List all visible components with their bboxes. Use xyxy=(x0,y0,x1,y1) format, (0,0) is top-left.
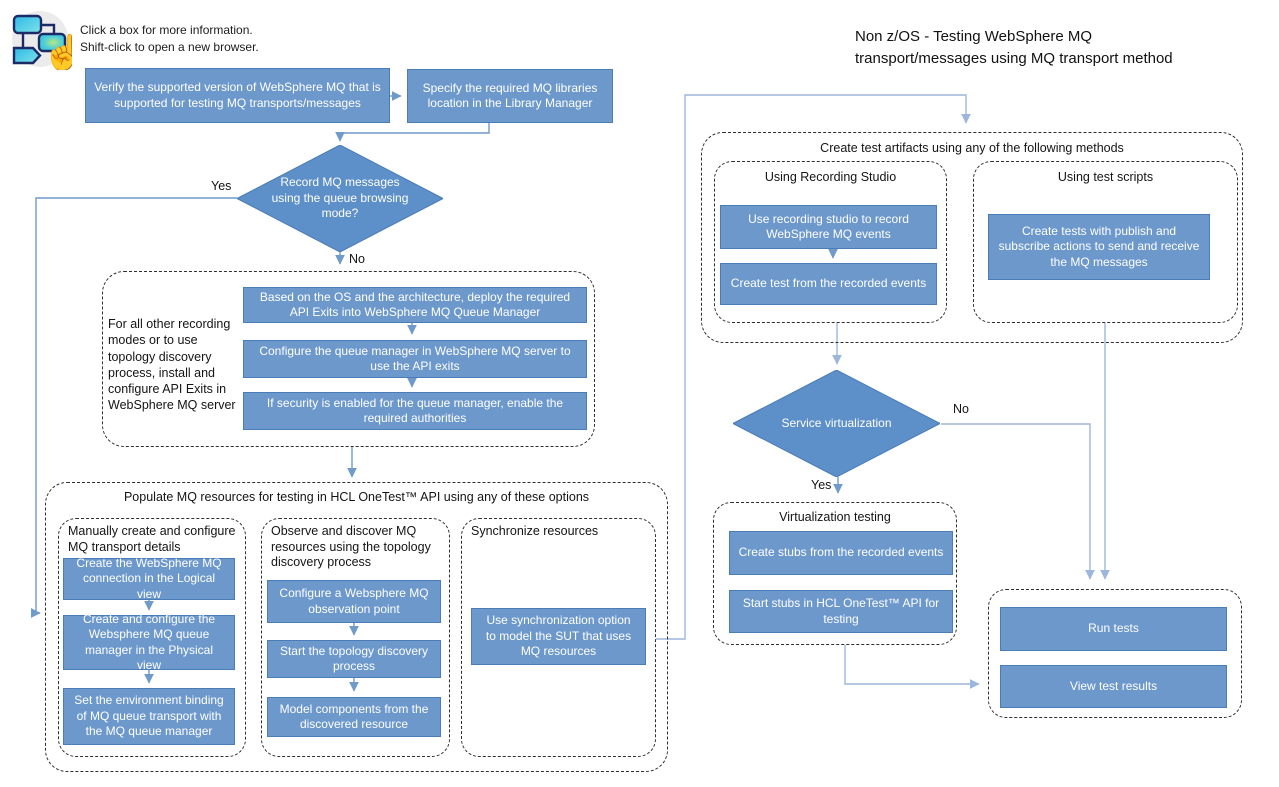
group-api-exits-note: For all other recording modes or to use … xyxy=(108,317,236,413)
node-specify-libraries[interactable]: Specify the required MQ libraries locati… xyxy=(407,69,613,123)
branch-label-yes-record: Yes xyxy=(211,179,232,193)
instructions-text: Click a box for more information. Shift-… xyxy=(80,22,259,57)
node-start-topology-discovery[interactable]: Start the topology discovery process xyxy=(267,640,441,678)
node-configure-queue-manager[interactable]: Configure the queue manager in WebSphere… xyxy=(243,340,587,378)
decision-record-mq-label: Record MQ messages using the queue brows… xyxy=(271,175,409,221)
subgroup-observe-discover xyxy=(261,518,450,757)
page-title-line-1: Non z/OS - Testing WebSphere MQ xyxy=(855,28,1093,45)
node-start-stubs[interactable]: Start stubs in HCL OneTest™ API for test… xyxy=(729,590,953,633)
group-populate-resources xyxy=(45,482,668,772)
arrow-specify-to-record-decision xyxy=(335,123,490,142)
node-create-stubs[interactable]: Create stubs from the recorded events xyxy=(729,531,953,575)
page-title-line-2: transport/messages using MQ transport me… xyxy=(855,49,1173,67)
group-populate-title: Populate MQ resources for testing in HCL… xyxy=(123,490,590,504)
node-create-tests-publish-subscribe[interactable]: Create tests with publish and subscribe … xyxy=(988,214,1210,280)
instructions-line-1: Click a box for more information. xyxy=(80,23,253,37)
instructions-line-2: Shift-click to open a new browser. xyxy=(80,40,259,55)
subgroup-test-scripts-title: Using test scripts xyxy=(1057,170,1154,184)
decision-service-virtualization-shape xyxy=(733,370,940,477)
node-configure-queue-manager-physical[interactable]: Create and configure the Websphere MQ qu… xyxy=(63,612,235,672)
branch-label-yes-service: Yes xyxy=(811,478,832,492)
node-create-mq-connection[interactable]: Create the WebSphere MQ connection in th… xyxy=(63,556,235,601)
subgroup-synchronize-title: Synchronize resources xyxy=(471,524,599,538)
subgroup-recording-title: Using Recording Studio xyxy=(764,170,897,184)
group-virtualization-testing xyxy=(713,502,957,645)
arrow-virtualization-to-view-results xyxy=(844,645,980,689)
branch-label-no-service: No xyxy=(953,402,969,416)
node-create-test-from-events[interactable]: Create test from the recorded events xyxy=(720,263,937,305)
decision-service-virtualization-label: Service virtualization xyxy=(781,415,892,430)
decision-record-mq[interactable]: Record MQ messages using the queue brows… xyxy=(237,145,443,252)
subgroup-manual-title: Manually create and configure MQ transpo… xyxy=(68,524,236,554)
node-deploy-api-exits[interactable]: Based on the OS and the architecture, de… xyxy=(243,287,587,323)
arrow-service-no-to-run-tests xyxy=(941,423,1095,580)
hand-cursor-icon: ☝ xyxy=(42,32,72,70)
subgroup-synchronize xyxy=(461,518,656,757)
subgroup-observe-title: Observe and discover MQ resources using … xyxy=(271,524,431,570)
flowchart-click-icon-graphic: ☝ xyxy=(12,11,84,73)
group-create-artifacts xyxy=(701,132,1243,343)
node-run-tests[interactable]: Run tests xyxy=(1000,607,1227,651)
branch-label-no-record: No xyxy=(349,252,365,266)
flowchart-click-icon: ☝ xyxy=(6,4,84,73)
node-configure-observation-point[interactable]: Configure a Websphere MQ observation poi… xyxy=(267,580,441,623)
subgroup-recording-studio xyxy=(714,161,947,323)
node-use-synchronization[interactable]: Use synchronization option to model the … xyxy=(471,608,646,665)
node-model-components[interactable]: Model components from the discovered res… xyxy=(267,697,441,737)
node-set-environment-binding[interactable]: Set the environment binding of MQ queue … xyxy=(63,688,235,745)
subgroup-manual-configure xyxy=(58,518,246,757)
group-results xyxy=(988,589,1242,718)
page-title: Non z/OS - Testing WebSphere MQ transpor… xyxy=(855,26,1275,70)
subgroup-test-scripts xyxy=(973,161,1238,323)
group-api-exits xyxy=(102,271,595,447)
group-create-artifacts-title: Create test artifacts using any of the f… xyxy=(820,141,1124,155)
group-virtualization-title: Virtualization testing xyxy=(779,510,891,524)
decision-service-virtualization[interactable]: Service virtualization xyxy=(733,370,940,477)
node-verify-version[interactable]: Verify the supported version of WebSpher… xyxy=(85,68,390,123)
decision-record-mq-shape xyxy=(237,145,443,252)
node-enable-authorities[interactable]: If security is enabled for the queue man… xyxy=(243,392,587,430)
node-view-test-results[interactable]: View test results xyxy=(1000,665,1227,708)
node-use-recording-studio[interactable]: Use recording studio to record WebSphere… xyxy=(720,205,937,249)
